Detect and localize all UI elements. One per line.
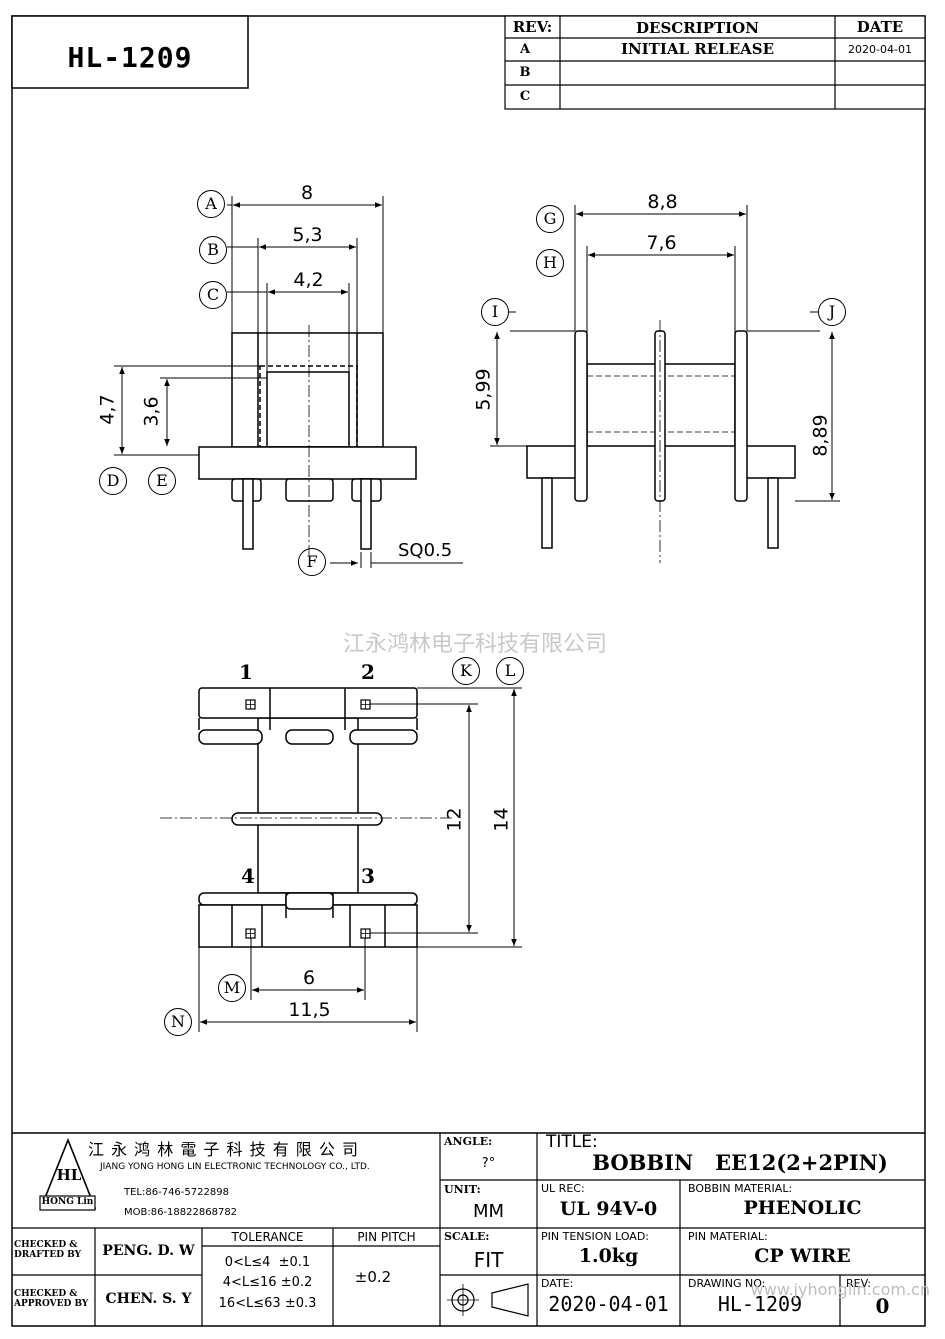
rev-value: 0 [875,1294,890,1318]
dim-5-3: 5,3 [292,224,323,246]
pin-number-3: 3 [361,864,375,888]
callout-j: J [818,298,846,326]
ul-rec-value: UL 94V-0 [559,1198,658,1220]
rev-row-b-rev: B [519,65,531,80]
pin-number-4: 4 [241,864,255,888]
sheet-border [11,15,926,1327]
rev-label: REV: [846,1277,871,1290]
watermark: 江永鸿林电子科技有限公司 [342,632,607,657]
rev-row-a-description: INITIAL RELEASE [620,40,775,58]
logo-text: HONG Lin [41,1197,94,1207]
company-logo [39,1137,97,1211]
scale-label: SCALE: [444,1230,490,1243]
front-view-dimensions [114,196,463,568]
dim-7-6: 7,6 [646,232,677,254]
date-label: DATE: [541,1277,574,1290]
dim-3-6: 3,6 [140,396,163,427]
dim-4-7: 4,7 [96,394,119,425]
company-name-cn: 江 永 鸿 林 電 子 科 技 有 限 公 司 [88,1140,359,1159]
logo-letters: HL [56,1166,82,1184]
rev-row-c-rev: C [519,89,531,104]
rev-header-description: DESCRIPTION [636,19,759,37]
pin-material-value: CP WIRE [754,1245,851,1267]
callout-h: H [536,249,564,277]
pin-number-1: 1 [239,660,253,684]
part-number: HL-1209 [67,41,193,74]
bottom-view [160,687,455,948]
angle-label: ANGLE: [444,1135,493,1148]
drawing-no-label: DRAWING NO: [688,1277,766,1290]
tolerance-row-2: 4<L≤16 ±0.2 [222,1275,313,1290]
title-block-grid [12,1132,925,1326]
pin-tension-value: 1.0kg [578,1245,639,1267]
drawing-no-value: HL-1209 [717,1292,803,1316]
dim-5-99: 5,99 [472,368,495,411]
callout-l: L [496,657,524,685]
dim-8-89: 8,89 [809,414,832,457]
callout-c: C [199,281,227,309]
callout-b: B [199,236,227,264]
checked-approved-value: CHEN. S. Y [105,1291,192,1307]
title-value: BOBBIN EE12(2+2PIN) [592,1150,888,1175]
dim-8: 8 [300,182,314,204]
rev-header-rev: REV: [512,18,553,36]
callout-d: D [99,467,127,495]
projection-symbol-icon [447,1283,529,1317]
callout-n: N [164,1008,192,1036]
title-label: TITLE: [546,1132,598,1152]
callout-leaders [227,204,818,313]
unit-value: MM [472,1201,505,1222]
pin-pitch-header: PIN PITCH [357,1230,416,1244]
dim-8-8: 8,8 [647,191,678,213]
rev-row-a-date: 2020-04-01 [848,43,912,56]
scale-value: FIT [473,1248,504,1272]
front-view [198,325,417,555]
dim-12: 12 [443,807,466,832]
checked-drafted-label: CHECKED & DRAFTED BY [14,1240,82,1261]
checked-approved-label: CHECKED & APPROVED BY [14,1289,89,1310]
dim-4-2: 4,2 [293,269,324,291]
rev-row-a-rev: A [519,42,531,57]
bottom-view-dimensions [198,687,522,1032]
dim-14: 14 [490,807,513,832]
bobbin-material-value: PHENOLIC [743,1197,862,1219]
dim-11-5: 11,5 [288,999,331,1021]
callout-g: G [536,205,564,233]
dim-6: 6 [302,967,316,989]
bobbin-material-label: BOBBIN MATERIAL: [688,1182,793,1195]
tolerance-row-1: 0<L≤4 ±0.1 [224,1255,311,1270]
revision-table-grid [504,15,926,110]
callout-a: A [197,190,225,218]
date-value: 2020-04-01 [548,1292,669,1316]
side-view [526,320,796,563]
company-name-en: JIANG YONG HONG LIN ELECTRONIC TECHNOLOG… [100,1162,370,1172]
angle-value: ?° [481,1156,496,1171]
tolerance-header: TOLERANCE [231,1230,304,1244]
pin-tension-label: PIN TENSION LOAD: [541,1230,650,1243]
callout-e: E [148,467,176,495]
callout-i: I [481,298,509,326]
callout-m: M [218,974,246,1002]
ul-rec-label: UL REC: [541,1182,585,1195]
pin-material-label: PIN MATERIAL: [688,1230,768,1243]
unit-label: UNIT: [444,1183,481,1196]
rev-header-date: DATE [856,18,904,36]
checked-drafted-value: PENG. D. W [102,1243,195,1259]
side-view-dimensions [490,205,840,502]
callout-k: K [452,657,480,685]
company-mob: MOB:86-18822868782 [124,1207,238,1218]
dim-sq0-5: SQ0.5 [398,540,453,561]
pin-number-2: 2 [361,660,375,684]
tolerance-row-3: 16<L≤63 ±0.3 [218,1296,317,1311]
footer-watermark: www.jyhonglin.com.cn [750,1280,930,1299]
part-number-box [11,15,249,89]
company-tel: TEL:86-746-5722898 [124,1187,229,1198]
pin-pitch-value: ±0.2 [354,1268,392,1286]
callout-f: F [298,548,326,576]
